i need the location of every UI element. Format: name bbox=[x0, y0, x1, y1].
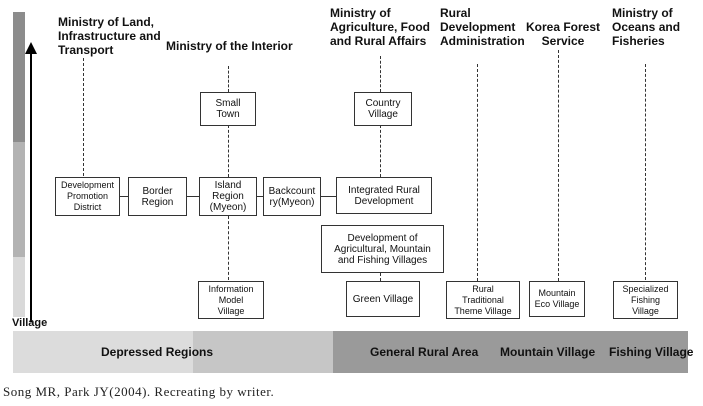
line-agri-mid bbox=[380, 125, 381, 177]
band-bottom bbox=[13, 257, 25, 317]
connector-3 bbox=[257, 196, 263, 197]
box-green-village: Green Village bbox=[346, 281, 420, 317]
box-information-model: Information Model Village bbox=[198, 281, 264, 319]
caption: Song MR, Park JY(2004). Recreating by wr… bbox=[3, 384, 275, 399]
line-agri-low bbox=[380, 273, 381, 281]
line-forest bbox=[558, 50, 559, 281]
connector-1 bbox=[120, 196, 128, 197]
line-interior-low bbox=[228, 216, 229, 280]
band-mid bbox=[13, 142, 25, 257]
connector-2 bbox=[187, 196, 199, 197]
box-small-town: Small Town bbox=[200, 92, 256, 126]
box-island-region: Island Region (Myeon) bbox=[199, 177, 257, 216]
box-mountain-eco: Mountain Eco Village bbox=[529, 281, 585, 317]
region-bar-depressed-light bbox=[13, 331, 193, 373]
island-region-text: Island Region (Myeon) bbox=[209, 180, 247, 213]
line-agri-top bbox=[380, 56, 381, 92]
connector-4 bbox=[321, 196, 336, 197]
box-specialized-fishing: Specialized Fishing Village bbox=[613, 281, 678, 319]
box-integrated-rural: Integrated Rural Development bbox=[336, 177, 432, 214]
up-arrow-icon bbox=[25, 42, 37, 322]
ministry-interior: Ministry of the Interior bbox=[166, 39, 293, 53]
line-oceans bbox=[645, 64, 646, 280]
box-country-village: Country Village bbox=[354, 92, 412, 126]
box-development-villages: Development of Agricultural, Mountain an… bbox=[321, 225, 444, 273]
line-interior-top bbox=[228, 66, 229, 92]
box-backcountry: Backcount ry(Myeon) bbox=[263, 177, 321, 216]
region-bar-rural bbox=[333, 331, 688, 373]
axis-label-village: Village bbox=[12, 317, 48, 329]
ministry-land: Ministry of Land, Infrastructure and Tra… bbox=[58, 15, 161, 57]
line-land bbox=[83, 58, 84, 176]
ministry-forest: Korea Forest Service bbox=[526, 20, 601, 48]
ministry-rda: Rural Development Administration bbox=[440, 6, 525, 48]
box-rural-traditional: Rural Traditional Theme Village bbox=[446, 281, 520, 319]
region-mountain: Mountain Village bbox=[500, 345, 596, 359]
region-bar-depressed-mid bbox=[193, 331, 333, 373]
line-rda bbox=[477, 64, 478, 281]
box-border-region: Border Region bbox=[128, 177, 187, 216]
region-depressed: Depressed Regions bbox=[101, 345, 214, 359]
region-general-rural: General Rural Area bbox=[370, 345, 479, 359]
line-interior-mid bbox=[228, 125, 229, 177]
region-fishing: Fishing Village bbox=[609, 345, 694, 359]
band-top bbox=[13, 12, 25, 142]
ministry-agri: Ministry of Agriculture, Food and Rural … bbox=[330, 6, 430, 48]
box-development-promotion: Development Promotion District bbox=[55, 177, 120, 216]
ministry-oceans: Ministry of Oceans and Fisheries bbox=[612, 6, 681, 48]
